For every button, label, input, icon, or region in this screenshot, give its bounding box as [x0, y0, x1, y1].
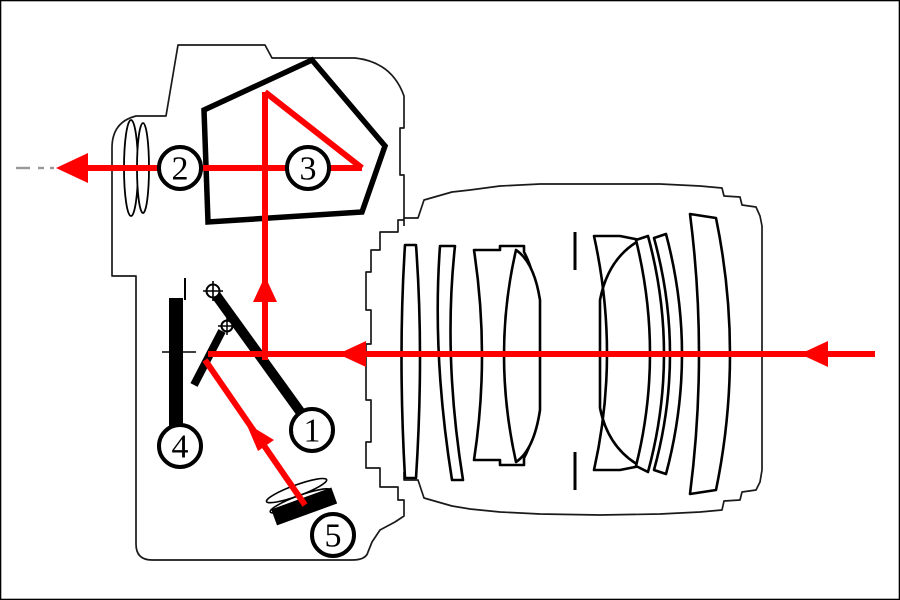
lens-element-1 [400, 243, 422, 480]
callout-5-circle[interactable] [310, 512, 356, 558]
mirror-ray-arrowhead-up [253, 276, 277, 302]
pentaprism-shape [201, 56, 389, 225]
callout-5-label: 5 [325, 518, 342, 555]
incoming-ray-arrowhead-right [800, 341, 828, 367]
callout-4[interactable]: 4 [157, 423, 203, 469]
lens-element-7 [652, 232, 684, 476]
prism-diagonal-ray [263, 89, 364, 171]
callout-4-circle[interactable] [157, 423, 203, 469]
mirror-pivot-sub-icon [218, 317, 236, 335]
callout-4-label: 4 [172, 429, 189, 466]
callout-2[interactable]: 2 [157, 145, 203, 191]
callout-3-circle[interactable] [285, 145, 331, 191]
callout-2-circle[interactable] [157, 145, 203, 191]
lens-element-2 [436, 244, 465, 482]
light-ray-group [16, 89, 875, 507]
mirror-pivot-top-icon [203, 281, 223, 301]
callout-3[interactable]: 3 [285, 145, 331, 191]
image-sensor-bar [169, 298, 183, 426]
af-ray-arrowhead [246, 423, 274, 451]
exit-ray-arrowhead-left [56, 153, 88, 183]
callout-1-circle[interactable] [289, 407, 335, 453]
callout-1-label: 1 [304, 413, 321, 450]
callout-group: 1 2 3 4 5 [157, 145, 356, 558]
callout-3-label: 3 [300, 151, 317, 188]
callout-5[interactable]: 5 [310, 512, 356, 558]
incoming-ray-arrowhead-left [338, 341, 366, 367]
callout-1[interactable]: 1 [289, 407, 335, 453]
af-sensor-bar [271, 487, 338, 526]
sub-mirror-bar [190, 329, 226, 387]
callout-2-label: 2 [172, 151, 189, 188]
